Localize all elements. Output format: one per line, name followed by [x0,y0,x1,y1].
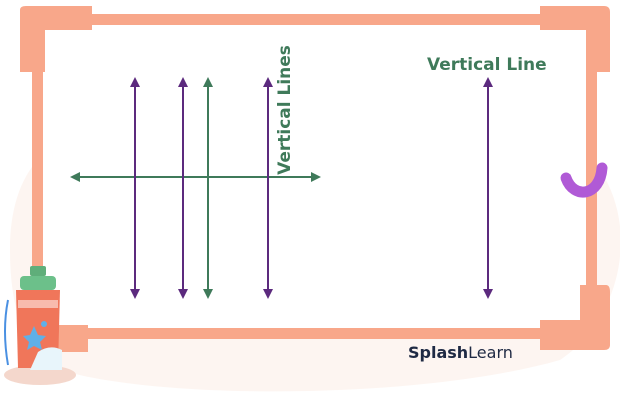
brand-part2: Learn [468,343,513,362]
brand-part1: Splash [408,343,469,362]
board-frame [32,14,597,339]
water-bottle-icon [4,266,76,385]
vertical-lines-label: Vertical Lines [275,45,295,175]
vertical-line-label: Vertical Line [427,55,547,75]
squiggle-decoration [560,162,608,198]
splashlearn-logo: SplashLearn [408,343,513,362]
